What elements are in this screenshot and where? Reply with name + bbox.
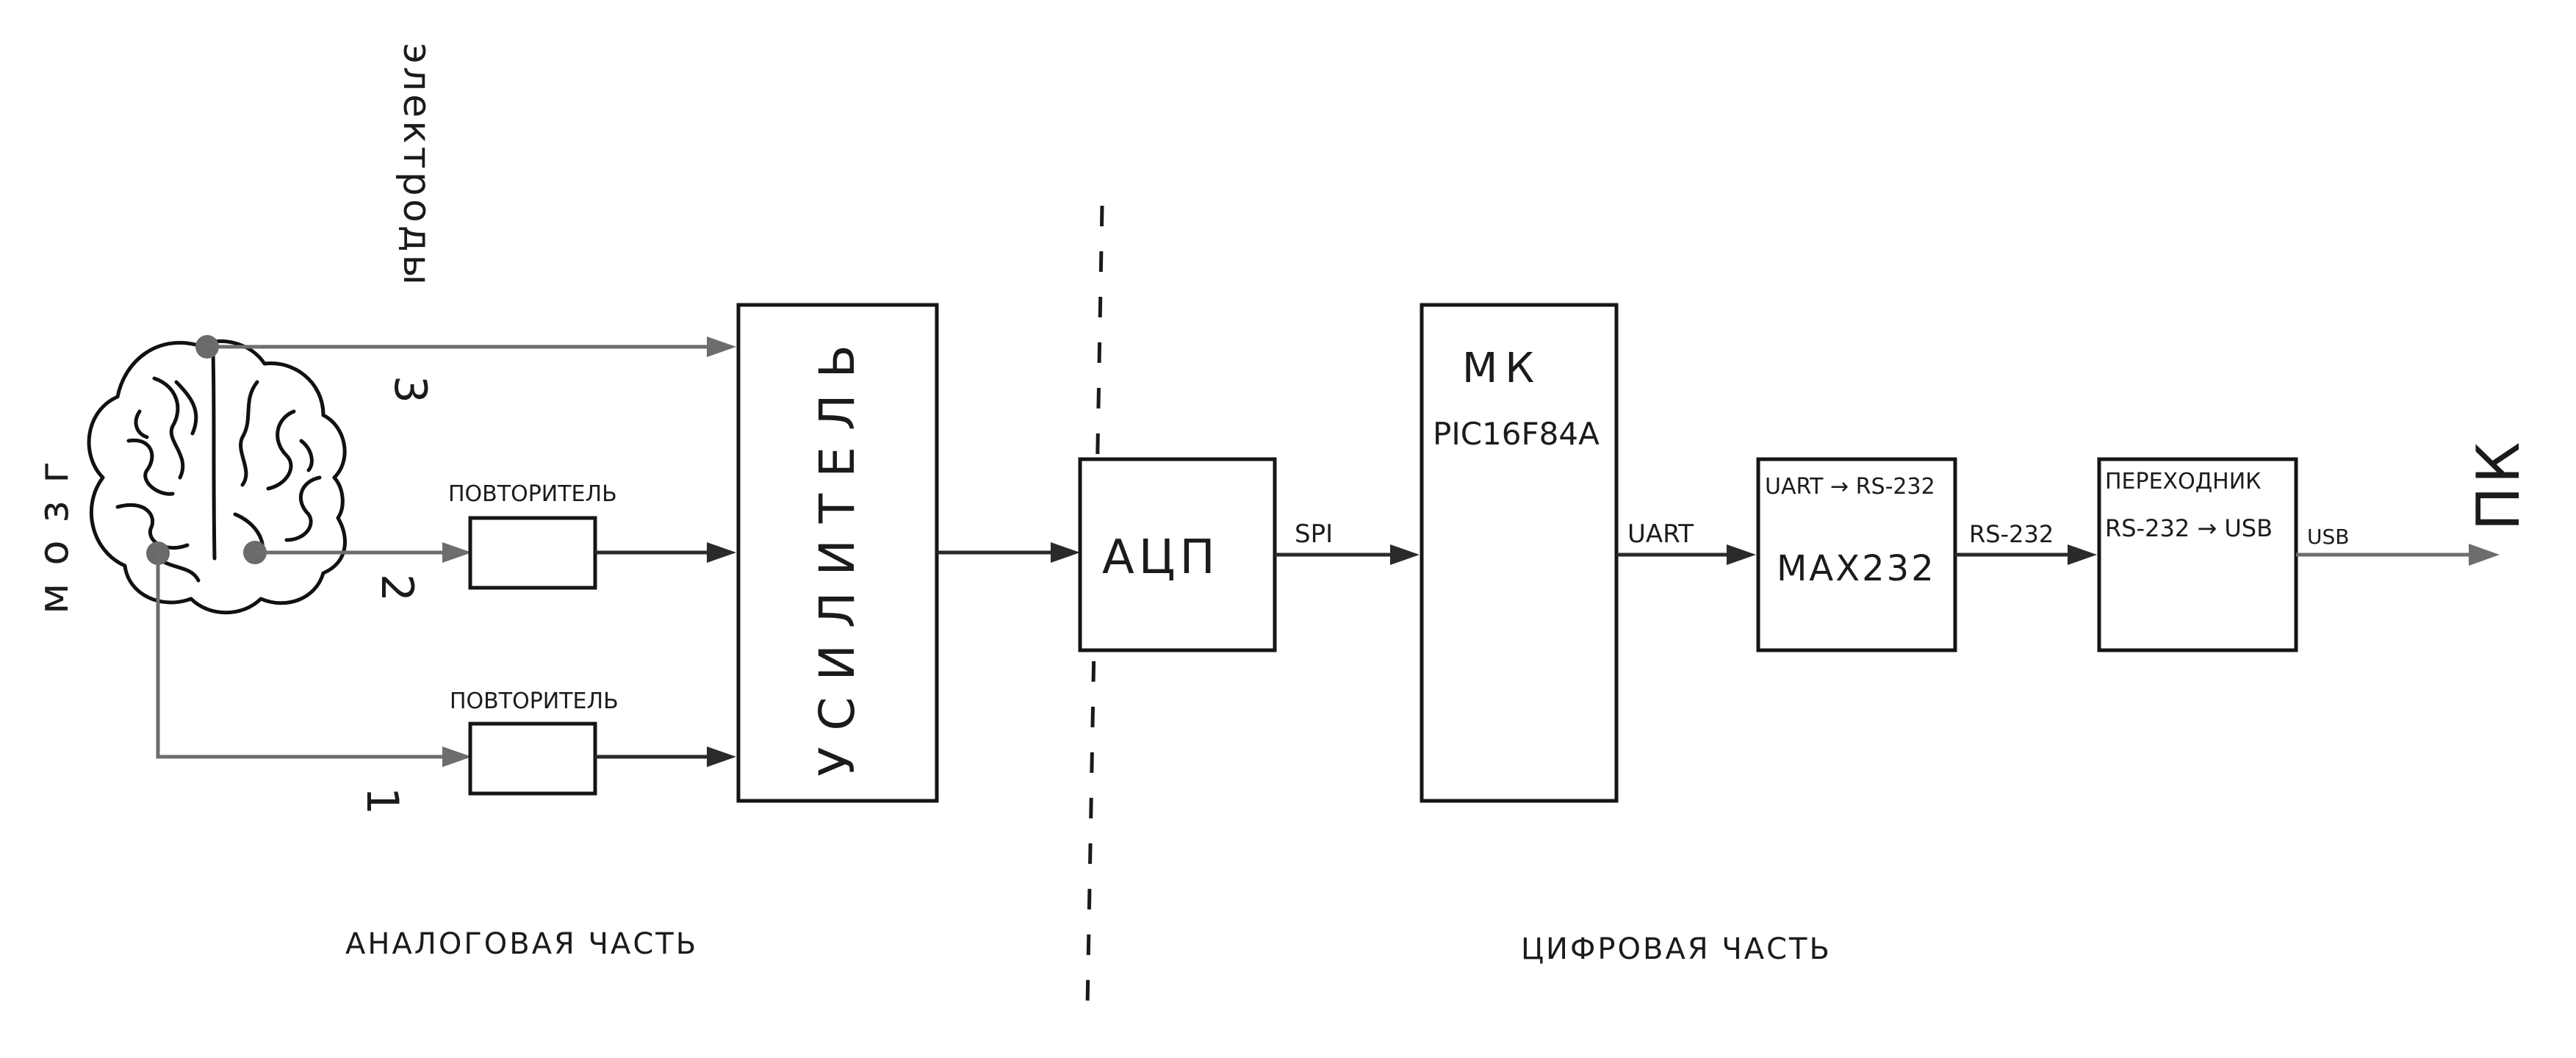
electrode-wire-3 bbox=[207, 337, 736, 357]
electrode-wire-2 bbox=[255, 542, 472, 563]
follower-label-lower: ПОВТОРИТЕЛЬ bbox=[450, 688, 619, 714]
follower-upper-to-amplifier-arrow bbox=[595, 542, 736, 563]
follower-box-lower bbox=[468, 721, 597, 796]
mcu-title: МК bbox=[1462, 345, 1541, 392]
adc-box bbox=[1078, 457, 1277, 652]
adapter-to-pc-arrow bbox=[2296, 544, 2500, 566]
uart-label: UART bbox=[1627, 519, 1694, 549]
adc-label: АЦП bbox=[1102, 530, 1220, 585]
adapter-subtitle: RS-232 → USB bbox=[2105, 514, 2273, 542]
mcu-to-max232-arrow bbox=[1616, 544, 1756, 565]
electrodes-label: электроды bbox=[395, 43, 439, 287]
max232-title: MAX232 bbox=[1777, 548, 1936, 589]
mcu-model: PIC16F84A bbox=[1433, 416, 1600, 452]
max232-subtitle: UART → RS-232 bbox=[1765, 474, 1935, 500]
electrode-wire-1 bbox=[156, 553, 472, 767]
brain-label: мозг bbox=[30, 444, 78, 614]
spi-label: SPI bbox=[1295, 519, 1333, 549]
amplifier-to-adc-arrow bbox=[937, 542, 1080, 563]
channel-number-1: 1 bbox=[356, 787, 408, 815]
digital-section-label: ЦИФРОВАЯ ЧАСТЬ bbox=[1521, 932, 1832, 966]
channel-number-3: 3 bbox=[384, 375, 436, 403]
pc-label: ПК bbox=[2464, 439, 2533, 531]
adapter-title: ПЕРЕХОДНИК bbox=[2105, 469, 2261, 494]
max232-to-adapter-arrow bbox=[1955, 544, 2097, 565]
follower-box-upper bbox=[468, 516, 597, 590]
channel-number-2: 2 bbox=[371, 574, 422, 602]
usb-label: USB bbox=[2307, 525, 2349, 549]
follower-lower-to-amplifier-arrow bbox=[595, 746, 736, 767]
rs232-label: RS-232 bbox=[1969, 520, 2054, 548]
brain-icon bbox=[87, 339, 347, 615]
amplifier-label: УСИЛИТЕЛЬ bbox=[809, 328, 866, 777]
follower-label-upper: ПОВТОРИТЕЛЬ bbox=[448, 481, 617, 507]
analog-section-label: АНАЛОГОВАЯ ЧАСТЬ bbox=[345, 927, 698, 961]
adc-to-mcu-arrow bbox=[1275, 544, 1420, 565]
